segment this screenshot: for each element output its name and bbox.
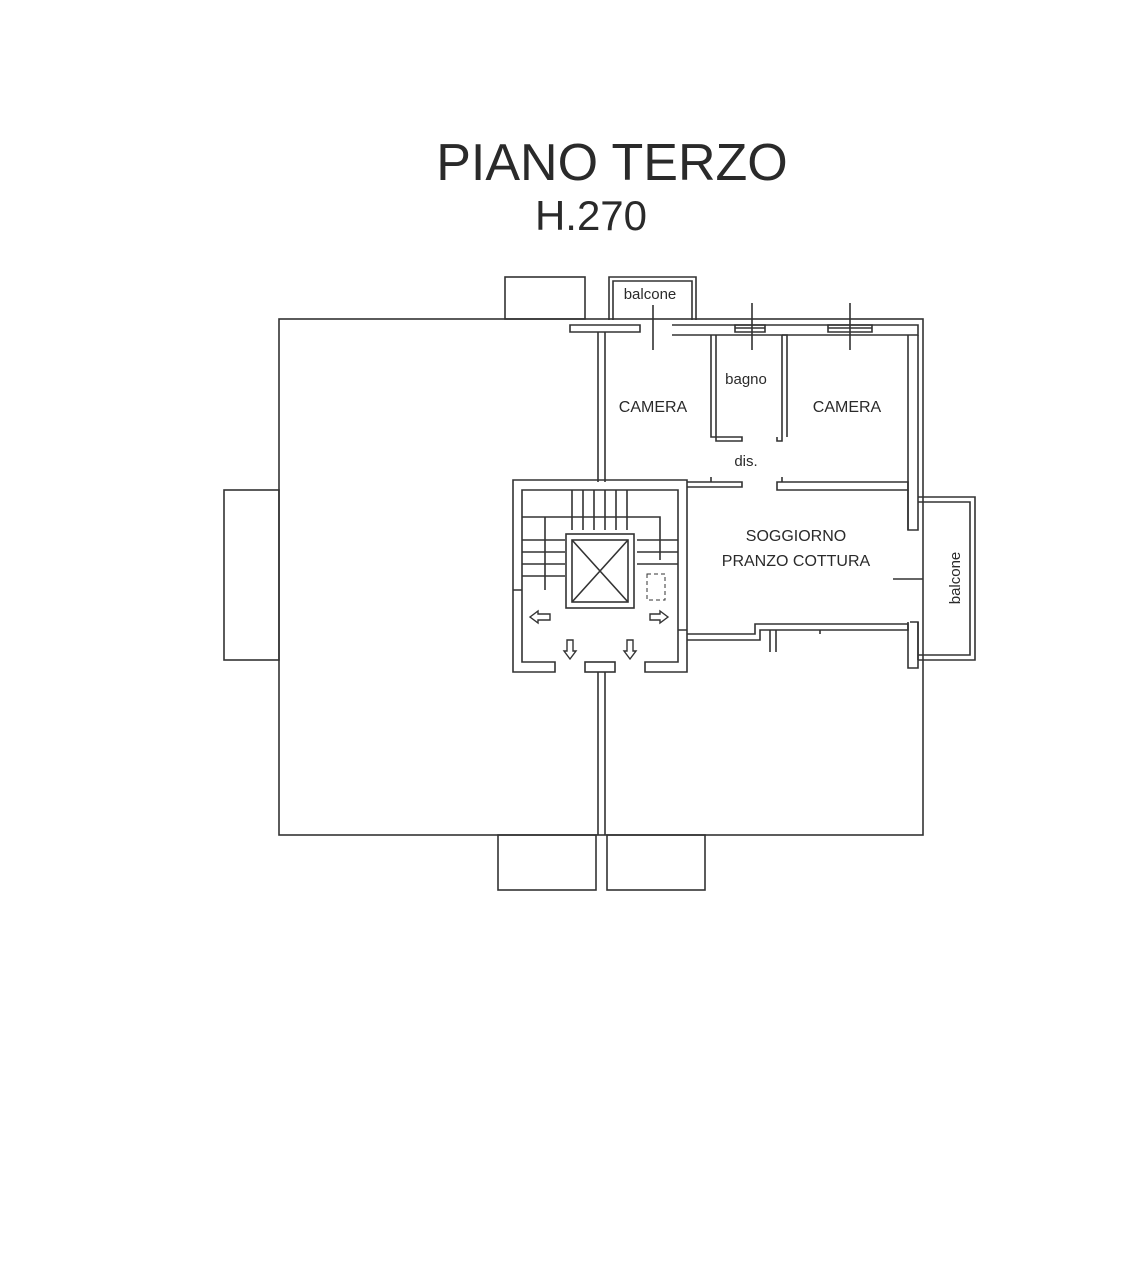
balcony-top	[608, 276, 697, 320]
label-disimpegno: dis.	[734, 453, 757, 470]
walls	[569, 303, 923, 835]
label-balcone-top: balcone	[624, 286, 677, 303]
exit-arrow-icons	[528, 609, 670, 661]
label-camera-left: CAMERA	[619, 399, 688, 416]
fire-extinguisher-icon	[646, 573, 666, 601]
label-bagno: bagno	[725, 371, 767, 388]
label-camera-right: CAMERA	[813, 399, 882, 416]
plan-title: PIANO TERZO	[436, 134, 788, 192]
elevator-cross-icon	[571, 539, 629, 603]
label-soggiorno: SOGGIORNO	[746, 528, 846, 545]
room-labels: balcone CAMERA bagno CAMERA dis. SOGGIOR…	[619, 286, 964, 604]
label-balcone-right: balcone	[947, 552, 964, 605]
balcony-right	[918, 496, 976, 661]
label-pranzo-cottura: PRANZO COTTURA	[722, 553, 871, 570]
stair-core	[512, 479, 688, 673]
elevator-shaft	[565, 533, 635, 609]
plan-height: H.270	[535, 192, 647, 239]
building-outline	[223, 276, 924, 891]
